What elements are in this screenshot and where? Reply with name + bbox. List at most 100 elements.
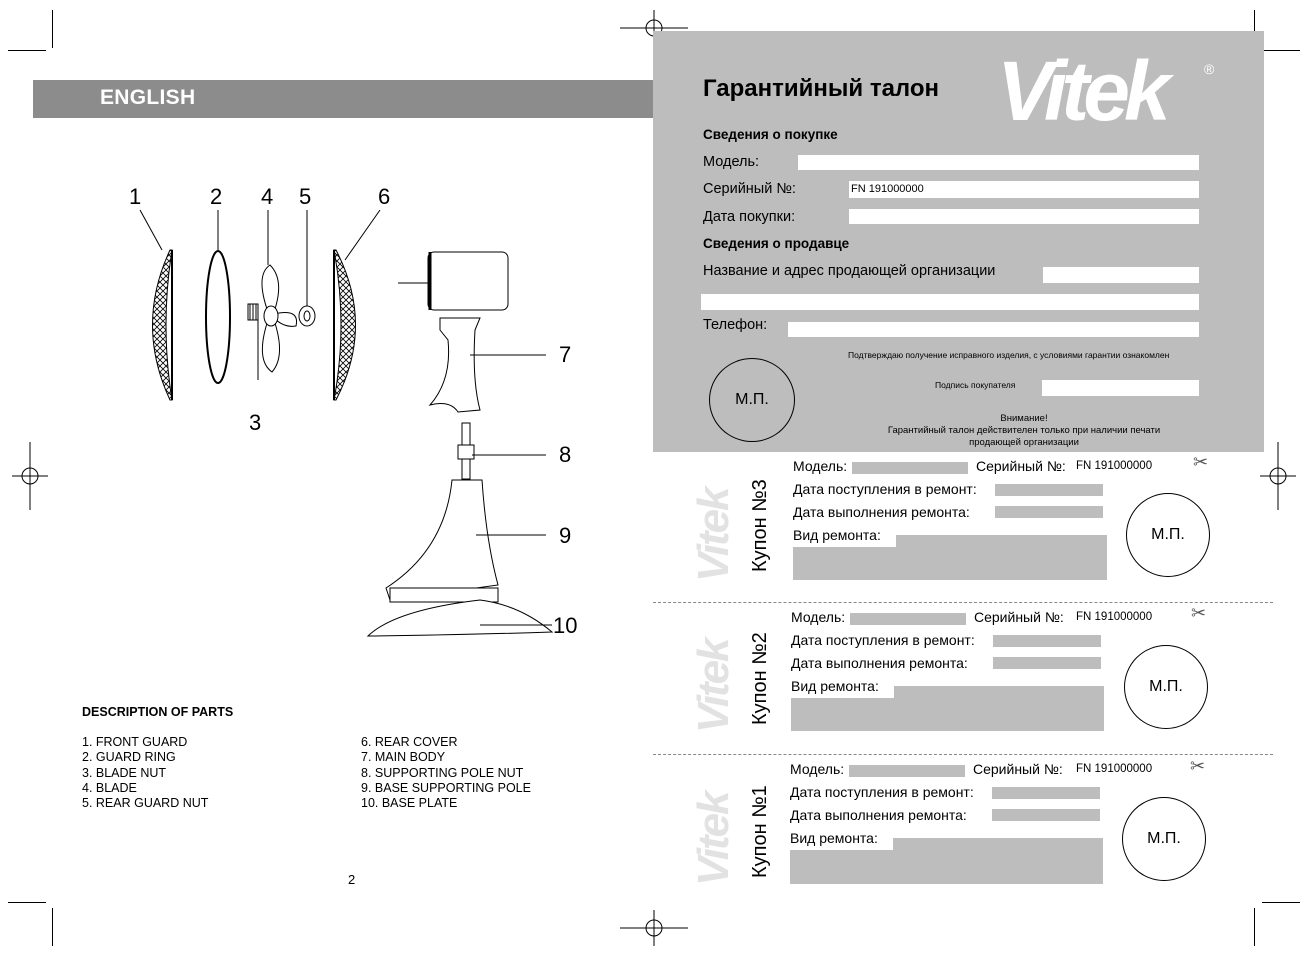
coupon-completed-field[interactable]: [992, 809, 1100, 821]
brand-logo: Vitek: [997, 44, 1171, 138]
signature-label: Подпись покупателя: [935, 380, 1016, 390]
coupon-repair-area[interactable]: [791, 698, 1104, 731]
coupon-serial-value: FN 191000000: [1076, 611, 1153, 623]
coupon-1: Vitek Купон №1 Модель: Серийный №: FN 19…: [653, 756, 1273, 906]
supporting-pole: [457, 422, 475, 480]
list-item: 7. MAIN BODY: [361, 750, 446, 765]
notice-heading: Внимание!: [1000, 413, 1048, 424]
seller-section-heading: Сведения о продавце: [703, 236, 850, 251]
cut-line: [653, 602, 1273, 603]
coupon-stamp-area: М.П.: [1122, 797, 1206, 881]
coupon-serial-label: Серийный №:: [974, 609, 1064, 625]
coupon-completed-label: Дата выполнения ремонта:: [793, 504, 970, 520]
seller-name-field[interactable]: [1043, 267, 1199, 283]
front-guard: [152, 249, 173, 401]
base-plate: [366, 599, 554, 637]
list-item: 1. FRONT GUARD: [82, 735, 188, 749]
purchase-date-field[interactable]: [849, 209, 1199, 224]
scissors-icon: ✂: [1190, 756, 1206, 776]
coupon-repair-label: Вид ремонта:: [791, 678, 879, 694]
serial-label: Серийный №:: [703, 181, 796, 197]
signature-field[interactable]: [1042, 380, 1199, 396]
seller-name-label: Название и адрес продающей организации: [703, 263, 996, 279]
coupon-received-field[interactable]: [992, 787, 1100, 799]
coupon-logo: Vitek: [689, 488, 738, 582]
callout-9: 9: [559, 523, 572, 548]
guard-ring: [205, 250, 231, 384]
base-supporting-pole: [385, 479, 499, 603]
description-title: DESCRIPTION OF PARTS: [82, 705, 234, 719]
notice-text-2: продающей организации: [969, 437, 1079, 448]
coupon-completed-field[interactable]: [993, 657, 1101, 669]
callout-7: 7: [559, 342, 572, 367]
parts-list-col2: 6. REAR COVER 7. MAIN BODY 8. SUPPORTING…: [361, 735, 531, 811]
rear-guard-nut: [298, 305, 316, 327]
callout-10: 10: [553, 613, 578, 638]
coupon-repair-field[interactable]: [894, 686, 1104, 698]
language-label: ENGLISH: [100, 86, 196, 109]
notice-text: Гарантийный талон действителен только пр…: [887, 425, 1161, 436]
phone-label: Телефон:: [703, 317, 768, 333]
coupon-repair-area[interactable]: [793, 547, 1107, 580]
callout-1: 1: [129, 184, 142, 209]
cut-line: [653, 754, 1273, 755]
coupon-serial-value: FN 191000000: [1076, 763, 1153, 775]
coupon-repair-label: Вид ремонта:: [790, 830, 878, 846]
registered-icon: ®: [1204, 61, 1215, 77]
callout-4: 4: [261, 184, 274, 209]
model-field[interactable]: [798, 155, 1199, 170]
serial-value: FN 191000000: [851, 183, 924, 195]
callout-6: 6: [378, 184, 391, 209]
coupon-received-label: Дата поступления в ремонт:: [793, 481, 977, 497]
coupon-repair-field[interactable]: [893, 838, 1103, 850]
scissors-icon: ✂: [1193, 452, 1209, 472]
model-label: Модель:: [703, 154, 760, 170]
coupon-title: Купон №3: [749, 479, 771, 572]
blade: [261, 264, 298, 373]
coupon-repair-field[interactable]: [896, 535, 1107, 547]
coupon-serial-label: Серийный №:: [973, 761, 1063, 777]
warranty-card: Гарантийный талон Vitek ® Сведения о пок…: [653, 31, 1264, 452]
phone-field[interactable]: [788, 322, 1199, 337]
list-item: 2. GUARD RING: [82, 750, 176, 765]
coupon-model-field[interactable]: [849, 765, 965, 777]
coupon-received-field[interactable]: [995, 484, 1103, 496]
seller-address-field[interactable]: [701, 294, 1199, 310]
list-item: 4. BLADE: [82, 780, 137, 795]
serial-field[interactable]: FN 191000000: [849, 181, 1199, 198]
coupon-completed-field[interactable]: [995, 506, 1103, 518]
coupon-serial-value: FN 191000000: [1076, 460, 1153, 472]
list-item: 10. BASE PLATE: [361, 796, 458, 811]
confirmation-text: Подтверждаю получение исправного изделия…: [848, 350, 1170, 360]
callout-5: 5: [299, 184, 312, 209]
coupon-stamp-area: М.П.: [1126, 493, 1210, 577]
list-item: 5. REAR GUARD NUT: [82, 796, 209, 811]
coupon-3: Vitek Купон №3 Модель: Серийный №: FN 19…: [653, 452, 1273, 602]
callout-2: 2: [210, 184, 223, 209]
callout-8: 8: [559, 442, 572, 467]
purchase-date-label: Дата покупки:: [703, 209, 796, 225]
coupon-model-label: Модель:: [790, 761, 845, 777]
coupon-model-field[interactable]: [852, 462, 968, 474]
coupon-logo: Vitek: [689, 639, 738, 733]
fan-exploded-diagram: [139, 209, 554, 637]
coupon-title: Купон №1: [749, 785, 771, 878]
coupon-title: Купон №2: [749, 632, 771, 725]
coupon-model-label: Модель:: [791, 609, 846, 625]
list-item: 3. BLADE NUT: [82, 765, 167, 780]
coupon-2: Vitek Купон №2 Модель: Серийный №: FN 19…: [653, 603, 1273, 753]
page-number: 2: [348, 872, 356, 887]
coupon-repair-area[interactable]: [790, 850, 1103, 884]
purchase-section-heading: Сведения о покупке: [703, 127, 838, 142]
coupon-model-field[interactable]: [850, 613, 966, 625]
callout-3: 3: [249, 410, 262, 435]
coupon-received-field[interactable]: [993, 635, 1101, 647]
parts-list-col1: 1. FRONT GUARD 2. GUARD RING 3. BLADE NU…: [82, 735, 208, 811]
list-item: 8. SUPPORTING POLE NUT: [361, 765, 524, 780]
warranty-title: Гарантийный талон: [703, 75, 940, 102]
list-item: 9. BASE SUPPORTING POLE: [361, 780, 531, 795]
coupon-completed-label: Дата выполнения ремонта:: [790, 807, 967, 823]
leader-lines: [139, 209, 552, 626]
coupon-serial-label: Серийный №:: [976, 458, 1066, 474]
